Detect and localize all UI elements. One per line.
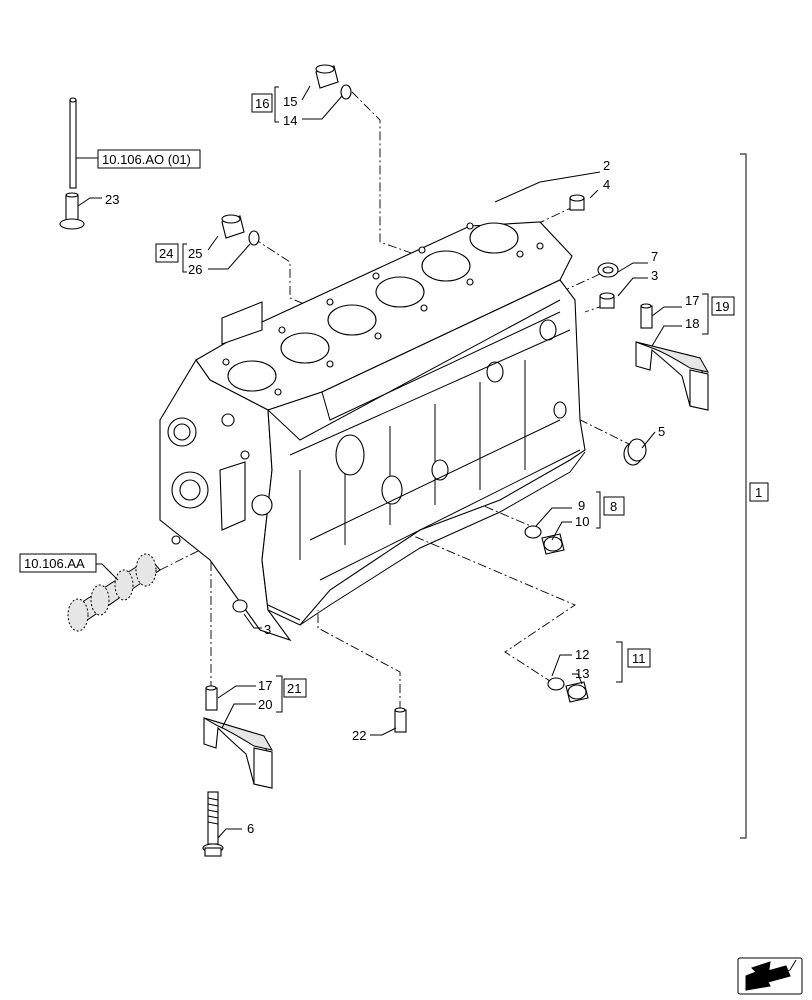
kit-16: 16 (255, 96, 269, 111)
plug-25 (221, 214, 245, 239)
ref-10-106-aa-link[interactable]: 10.106.AA (19, 553, 97, 573)
o-ring-12 (547, 677, 565, 691)
main-bearing-cap-20 (203, 717, 273, 789)
callout-15: 15 (283, 94, 297, 109)
callout-9: 9 (578, 498, 585, 513)
callout-5: 5 (658, 424, 665, 439)
kit-8: 8 (610, 499, 617, 514)
callout-3: 3 (651, 268, 658, 283)
callout-13: 13 (575, 666, 589, 681)
callout-numbers: 2 4 7 3 17 18 5 9 10 12 13 15 14 25 26 2… (105, 94, 699, 836)
callout-6: 6 (247, 821, 254, 836)
rod-10-106-ao (69, 97, 77, 189)
plug-13 (565, 681, 589, 703)
o-ring-26 (248, 230, 260, 246)
kit-boxes: 16 24 19 8 11 21 1 (155, 93, 769, 698)
callout-18: 18 (685, 316, 699, 331)
pin-22 (394, 707, 407, 733)
plug-10 (541, 533, 565, 555)
cap-4 (569, 194, 585, 211)
kit-11: 11 (632, 651, 646, 666)
callout-2: 2 (603, 158, 610, 173)
callout-4: 4 (603, 177, 610, 192)
plug-3-right (599, 292, 615, 309)
kit-21: 21 (287, 681, 301, 696)
deck-holes (222, 222, 544, 396)
pin-23 (59, 192, 85, 230)
callout-26: 26 (188, 262, 202, 277)
plug-3-lower (232, 599, 248, 613)
callout-25: 25 (188, 246, 202, 261)
callout-3-lower: 3 (264, 622, 271, 637)
kit-19: 19 (715, 299, 729, 314)
dowel-17-lower (205, 685, 218, 711)
kit-1: 1 (755, 485, 762, 500)
callout-14: 14 (283, 113, 297, 128)
callout-12: 12 (575, 647, 589, 662)
callout-17-lower: 17 (258, 678, 272, 693)
kit-24: 24 (159, 246, 173, 261)
main-bearing-cap-18 (635, 341, 709, 411)
next-page-button[interactable] (737, 957, 803, 995)
camshaft (67, 553, 161, 632)
cylinder-bores (227, 222, 519, 392)
kit-brackets (182, 86, 747, 839)
o-ring-14 (340, 84, 352, 100)
ref-10-106-ao-link[interactable]: 10.106.AO (01) (97, 149, 201, 169)
block-side-face (261, 279, 586, 626)
dowel-17-right (640, 303, 653, 329)
callout-7: 7 (651, 249, 658, 264)
callout-17: 17 (685, 293, 699, 308)
bolt-6 (202, 791, 224, 857)
o-ring-9 (524, 525, 542, 539)
plug-15 (315, 64, 339, 89)
callout-leaders (76, 85, 682, 839)
callout-10: 10 (575, 514, 589, 529)
engine-block (159, 221, 586, 642)
callout-23: 23 (105, 192, 119, 207)
ref-10-106-aa-label: 10.106.AA (24, 556, 85, 571)
callout-22: 22 (352, 728, 366, 743)
ref-10-106-ao-label: 10.106.AO (01) (102, 152, 191, 167)
plug-5 (623, 438, 647, 466)
bush-7 (597, 262, 619, 278)
callout-20: 20 (258, 697, 272, 712)
next-page-arrow-icon (745, 961, 791, 991)
